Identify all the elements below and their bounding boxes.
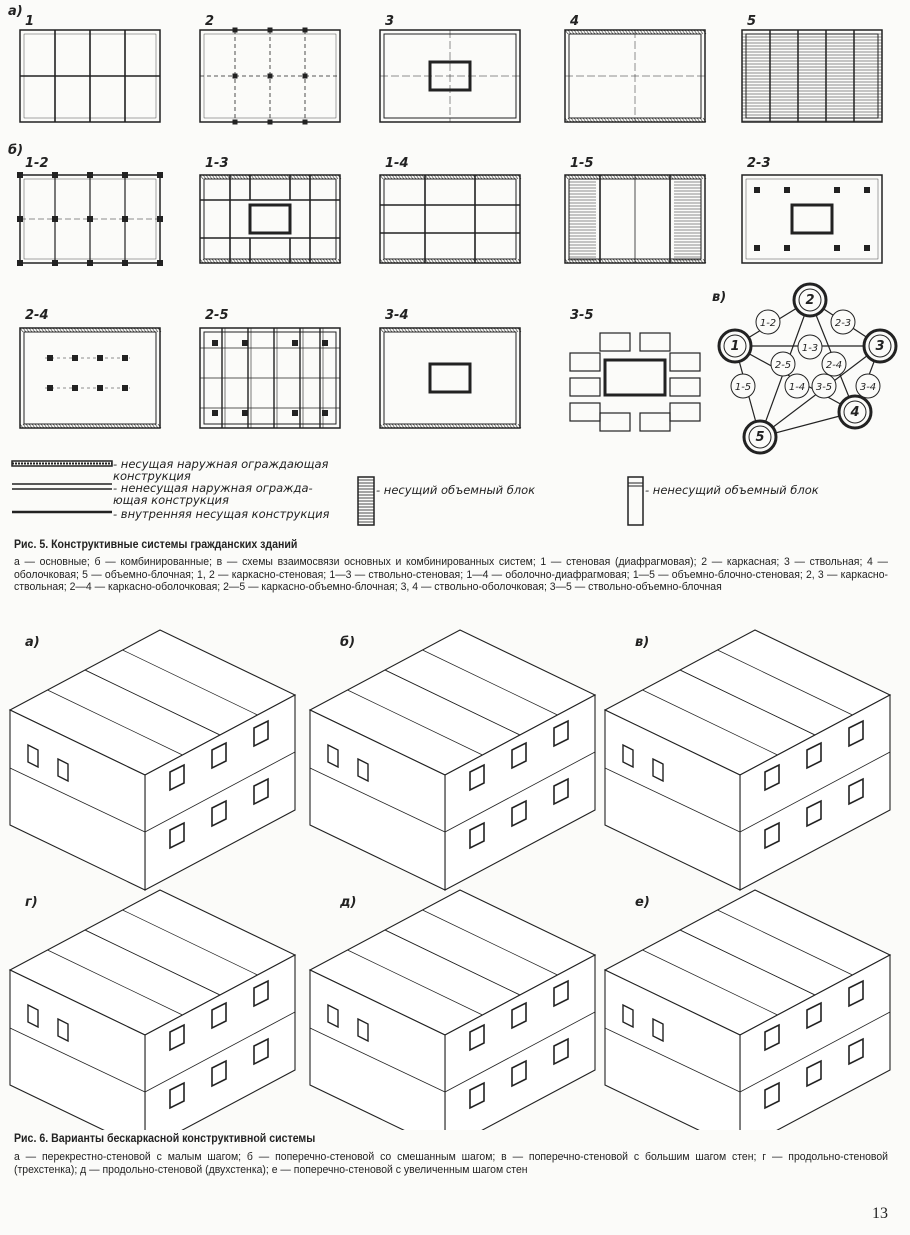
building-label-2: б) — [340, 635, 356, 650]
plan-core-shell — [379, 327, 522, 429]
plan-frame-shell — [19, 327, 162, 429]
diagram-node-2-3: 2-3 — [830, 309, 856, 335]
plan-label-1: 1 — [25, 14, 35, 29]
legend-inner-load-bearing: - внутренняя несущая конструкция — [113, 507, 330, 521]
building-label-1: а) — [25, 635, 40, 650]
plan-label-1-2: 1-2 — [25, 156, 49, 171]
legend-non-load-bearing-outer: - ненесущая наружная огражда-ющая констр… — [113, 481, 313, 507]
diagram-node-1: 1 — [717, 328, 753, 364]
fig6-caption-body: а — перекрестно-стеновой с малым шагом; … — [14, 1151, 888, 1176]
diagram-node-1-3: 1-3 — [797, 334, 823, 360]
plan-frame-core — [741, 174, 883, 264]
building-label-3: в) — [635, 635, 650, 650]
svg-text:1-2: 1-2 — [760, 318, 776, 329]
fig5-caption-body: а — основные; б — комбинированные; в — с… — [14, 556, 888, 593]
plan-blocks — [741, 29, 883, 123]
plan-label-2-5: 2-5 — [205, 308, 229, 323]
svg-text:1-3: 1-3 — [802, 343, 818, 354]
plan-label-1-5: 1-5 — [570, 156, 594, 171]
building-label-4: г) — [25, 895, 38, 910]
svg-text:3-5: 3-5 — [816, 382, 832, 393]
plan-block-wall — [564, 174, 707, 264]
diagram-node-3-5: 3-5 — [811, 373, 837, 399]
plan-label-5: 5 — [747, 14, 757, 29]
plan-label-1-3: 1-3 — [205, 156, 229, 171]
load-bearing-block-symbol — [357, 476, 375, 526]
page-number: 13 — [872, 1205, 888, 1222]
building-variant-5 — [308, 889, 597, 1130]
diagram-node-1-5: 1-5 — [730, 373, 756, 399]
diagram-node-1-2: 1-2 — [755, 309, 781, 335]
plan-label-4: 4 — [570, 14, 580, 29]
svg-text:4: 4 — [849, 405, 859, 420]
building-variant-3 — [603, 629, 892, 891]
systems-relationship-diagram: 1 2 3 4 5 1-2 2-3 1-3 2-5 2-4 1-5 1-4 3-5 3-4 — [717, 282, 898, 455]
plan-grid — [19, 29, 161, 123]
load-bearing-outer-wall-symbol — [11, 460, 113, 467]
plan-label-3-5: 3-5 — [570, 308, 594, 323]
fig5-caption-title: Рис. 5. Конструктивные системы гражданск… — [14, 539, 298, 551]
diagram-node-3: 3 — [862, 328, 898, 364]
plan-label-3: 3 — [385, 14, 395, 29]
diagram-node-2-5: 2-5 — [770, 351, 796, 377]
plan-shell — [564, 29, 707, 123]
svg-text:1-5: 1-5 — [735, 382, 751, 393]
fig6-buildings — [8, 629, 892, 1130]
plan-label-2-4: 2-4 — [25, 308, 49, 323]
plan-label-1-4: 1-4 — [385, 156, 409, 171]
svg-text:3-4: 3-4 — [860, 382, 876, 393]
legend-load-bearing-block: - несущий объемный блок — [376, 483, 536, 497]
svg-text:2-4: 2-4 — [826, 360, 842, 371]
building-variant-4 — [8, 889, 297, 1130]
svg-text:1-4: 1-4 — [789, 382, 805, 393]
building-label-6: е) — [635, 895, 650, 910]
svg-text:2-5: 2-5 — [775, 360, 791, 371]
plan-frame — [199, 27, 341, 125]
plan-core-block — [569, 332, 701, 432]
svg-text:2-3: 2-3 — [835, 318, 851, 329]
diagram-node-1-4: 1-4 — [784, 373, 810, 399]
row-label-v: в) — [712, 290, 727, 305]
plan-wall-frame — [17, 172, 163, 266]
building-variant-1 — [8, 629, 297, 891]
svg-text:5: 5 — [755, 430, 764, 445]
plan-frame-block — [199, 327, 341, 429]
plan-shell-wall — [379, 174, 522, 264]
legend-non-load-bearing-block: - ненесущий объемный блок — [645, 483, 819, 497]
diagram-node-2: 2 — [792, 282, 828, 318]
plan-core-wall — [199, 174, 342, 264]
non-load-bearing-outer-wall-symbol — [12, 483, 112, 490]
building-label-5: д) — [340, 895, 357, 910]
row-label-a: а) — [8, 4, 23, 19]
svg-text:1: 1 — [730, 339, 739, 354]
non-load-bearing-block-symbol — [627, 476, 644, 526]
fig6-caption-title: Рис. 6. Варианты бескаркасной конструкти… — [14, 1133, 316, 1145]
building-variant-6 — [603, 889, 892, 1130]
legend-symbols — [11, 460, 644, 526]
legend-load-bearing-outer: - несущая наружная ограждающая конструкц… — [113, 457, 329, 483]
diagram-node-5: 5 — [742, 419, 778, 455]
diagram-node-4: 4 — [837, 394, 873, 430]
plan-label-2-3: 2-3 — [747, 156, 771, 171]
svg-text:3: 3 — [875, 339, 884, 354]
row-label-b: б) — [8, 143, 24, 158]
diagram-node-3-4: 3-4 — [855, 373, 881, 399]
svg-text:2: 2 — [805, 293, 814, 308]
plan-label-2: 2 — [205, 14, 215, 29]
plan-core — [379, 29, 521, 123]
building-variant-2 — [308, 629, 597, 891]
diagram-node-2-4: 2-4 — [821, 351, 847, 377]
plan-label-3-4: 3-4 — [385, 308, 409, 323]
